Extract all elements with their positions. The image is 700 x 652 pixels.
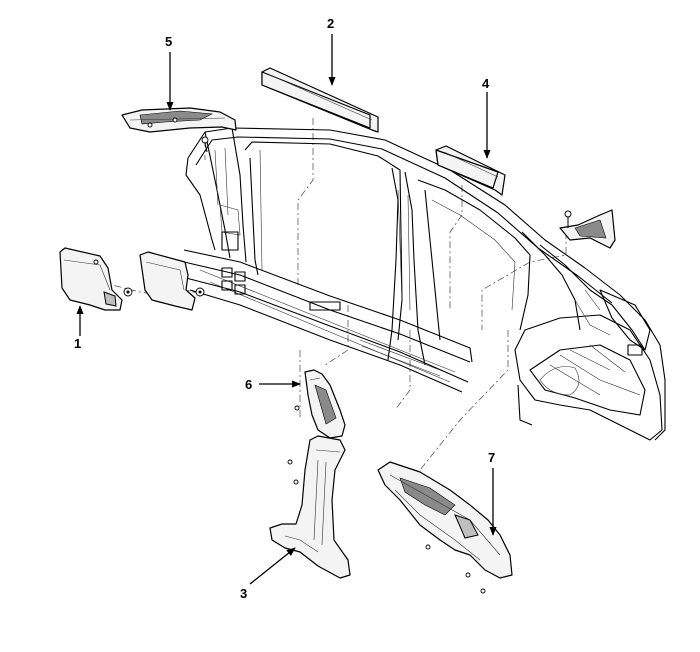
callout-6-label: 6 — [245, 377, 252, 392]
sill-holes — [221, 267, 441, 377]
part-2-roof-trim — [261, 67, 379, 133]
clip-a-pillar — [201, 136, 209, 153]
callout-2-label: 2 — [327, 16, 334, 31]
callout-1-label: 1 — [74, 336, 81, 351]
part-7-quarter-lower-trim — [377, 461, 513, 594]
callout-5-label: 5 — [165, 34, 172, 49]
part-3-b-pillar-lower-trim — [269, 435, 351, 579]
callout-3: 3 — [240, 547, 296, 601]
body-side-frame — [183, 127, 666, 441]
part-5-front-pillar-trim — [121, 107, 237, 133]
callout-3-label: 3 — [240, 586, 247, 601]
part-4-rear-roof-trim — [435, 145, 506, 196]
callout-5: 5 — [165, 34, 174, 111]
callout-4: 4 — [482, 76, 491, 159]
callout-6: 6 — [245, 377, 301, 392]
rear-quarter-upper-trim — [559, 209, 616, 249]
kick-panel-trim — [139, 251, 205, 311]
callout-1: 1 — [74, 305, 84, 351]
part-6-b-pillar-upper-trim — [294, 369, 346, 439]
callout-7: 7 — [488, 450, 497, 536]
callout-7-label: 7 — [488, 450, 495, 465]
callout-2: 2 — [327, 16, 336, 86]
part-1-cowl-side-trim — [59, 247, 133, 311]
callout-4-label: 4 — [482, 76, 490, 91]
